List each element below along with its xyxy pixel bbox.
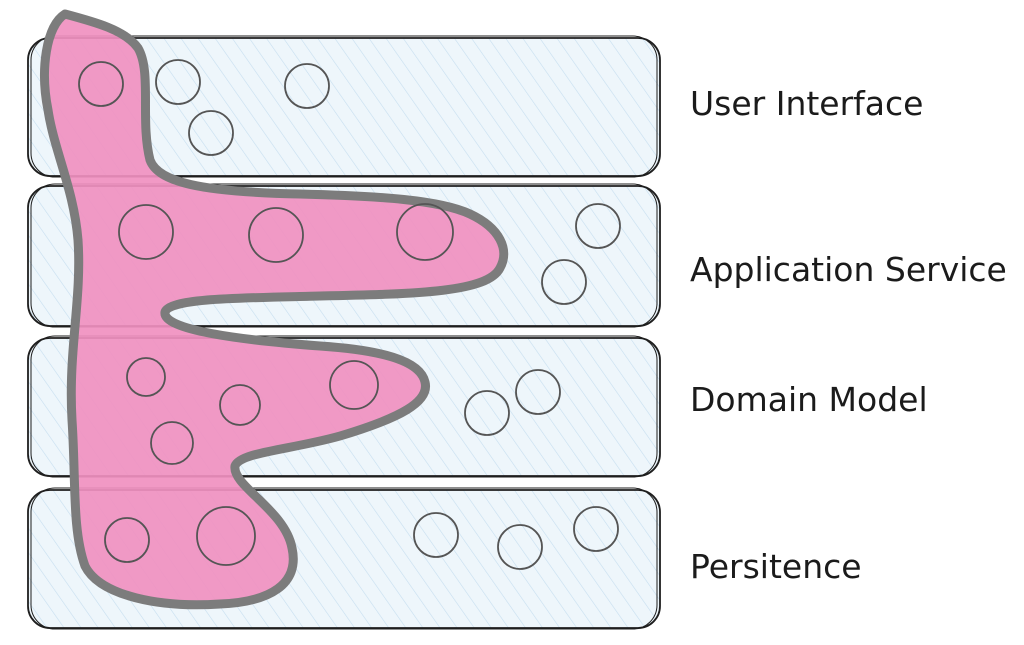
component-circle (413, 512, 459, 558)
layer-label-domain-model: Domain Model (690, 380, 928, 419)
component-circle (515, 369, 561, 415)
component-circle (497, 524, 543, 570)
component-circle (196, 506, 256, 566)
component-circle (575, 203, 621, 249)
component-circle (573, 506, 619, 552)
layer-label-user-interface: User Interface (690, 84, 924, 123)
component-circle (284, 63, 330, 109)
component-circle (150, 421, 194, 465)
component-circle (329, 360, 379, 410)
component-circle (464, 390, 510, 436)
component-circle (155, 59, 201, 105)
layer-box-user-interface (27, 35, 661, 178)
component-circle (248, 207, 304, 263)
layer-label-persistence: Persitence (690, 547, 862, 586)
component-circle (219, 384, 261, 426)
layer-label-application-service: Application Service (690, 250, 1007, 289)
component-circle (188, 110, 234, 156)
component-circle (118, 204, 174, 260)
component-circle (541, 259, 587, 305)
component-circle (396, 203, 454, 261)
component-circle (78, 61, 124, 107)
component-circle (104, 517, 150, 563)
component-circle (126, 357, 166, 397)
highlighted-feature-slice (40, 9, 509, 610)
